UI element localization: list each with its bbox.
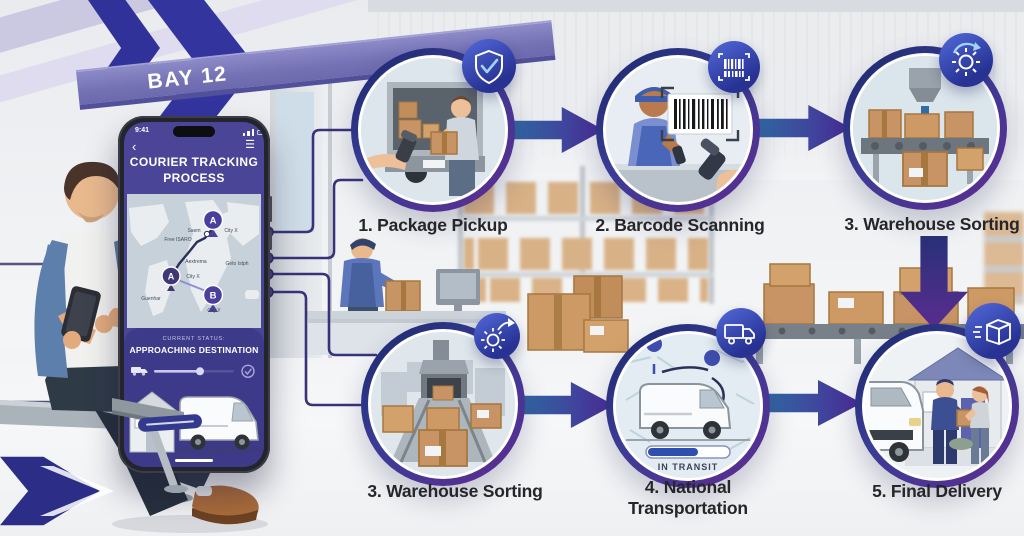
bench-front-arm	[112, 398, 188, 493]
phone-screen: 9:41 ‹ ☰ COURIER TRACKING PROCESS	[124, 122, 264, 467]
door-frame-line	[328, 58, 332, 358]
door-glass	[276, 92, 314, 232]
status-card: CURRENT STATUS: APPROACHING DESTINATION	[124, 328, 264, 467]
transit-progress-bar	[645, 445, 731, 459]
svg-text:A: A	[210, 216, 217, 227]
step-label-line2: Transportation	[628, 498, 748, 518]
step-circle-barcode-scanning	[596, 48, 760, 212]
barcode	[660, 86, 740, 142]
package-pickup-art	[361, 58, 505, 202]
app-title: COURIER TRACKING PROCESS	[129, 155, 259, 185]
transport-art: IN TRANSIT	[616, 334, 760, 478]
step-label-line1: 4. National	[644, 477, 732, 497]
svg-text:B: B	[210, 291, 217, 302]
scanner-hand	[367, 130, 417, 170]
ceiling-beam	[368, 0, 1024, 12]
map-label-saem: Saem	[187, 228, 200, 234]
step-label-warehouse-sorting-top: 3. Warehouse Sorting	[844, 214, 1020, 234]
sync-gear-icon	[939, 33, 993, 87]
transit-text: IN TRANSIT	[658, 462, 719, 472]
transport-van	[626, 383, 750, 441]
map-marker-origin[interactable]: A	[202, 209, 224, 238]
delivery-truck-icon	[716, 308, 766, 358]
map-label-aextrema: Aextrema	[185, 259, 207, 265]
step-circle-final-delivery	[855, 324, 1019, 488]
phone-side-button	[269, 232, 272, 250]
map-label-geto-istph: Geto Istph	[225, 261, 248, 267]
map-label-free-isaro: Free ISARO	[164, 237, 191, 243]
hamburger-menu-icon[interactable]: ☰	[245, 139, 255, 151]
box-stack	[527, 275, 629, 353]
back-chevron-icon[interactable]: ‹	[132, 139, 137, 154]
step-label-final-delivery: 5. Final Delivery	[872, 481, 1002, 501]
handheld-phone	[61, 286, 101, 342]
phone-clock: 9:41	[135, 127, 150, 134]
shield-check-icon	[462, 39, 516, 93]
current-status-label: CURRENT STATUS:	[162, 336, 226, 342]
recipient-person	[965, 386, 990, 464]
gear-arrow-icon	[474, 313, 520, 359]
map-marker-mid[interactable]: A	[161, 266, 181, 291]
signal-wifi-battery-icons	[242, 129, 264, 136]
map-label-city-y: City Y	[207, 308, 221, 314]
svg-text:A: A	[168, 272, 175, 282]
dynamic-island	[173, 126, 215, 137]
step-label-warehouse-sorting-bottom: 3. Warehouse Sorting	[367, 481, 543, 501]
step-circle-national-transportation: IN TRANSIT	[606, 324, 770, 488]
final-delivery-art	[865, 334, 1009, 478]
step-label-barcode-scanning: 2. Barcode Scanning	[595, 215, 765, 235]
map-label-city-x-top: City X	[224, 228, 238, 234]
step-label-national-transportation: 4. National Transportation	[588, 477, 788, 519]
map-label-city-x-mid: City X	[186, 274, 200, 280]
map-marker-destination[interactable]: B	[202, 284, 224, 313]
white-van	[179, 396, 259, 450]
barcode-icon	[708, 41, 760, 93]
step-label-package-pickup: 1. Package Pickup	[358, 215, 508, 235]
package-shipped-icon	[965, 303, 1021, 359]
step-circle-warehouse-sorting-bottom	[361, 322, 525, 486]
seated-man-with-phone	[0, 161, 268, 533]
delivery-van-front	[865, 381, 924, 462]
current-status-value: APPROACHING DESTINATION	[129, 345, 259, 355]
phone-side-button	[269, 196, 272, 222]
warehouse-sorting-art	[853, 56, 997, 200]
step-circle-warehouse-sorting-top	[843, 46, 1007, 210]
tracking-map[interactable]: A A B Saem City X Free ISARO Aextrema	[127, 194, 261, 328]
map-label-guenhar: Guenhar	[141, 296, 161, 302]
home-indicator[interactable]	[175, 458, 213, 462]
delivery-progress-bar[interactable]	[124, 362, 264, 380]
barcode-scanning-art	[606, 58, 750, 202]
step-circle-package-pickup	[351, 48, 515, 212]
